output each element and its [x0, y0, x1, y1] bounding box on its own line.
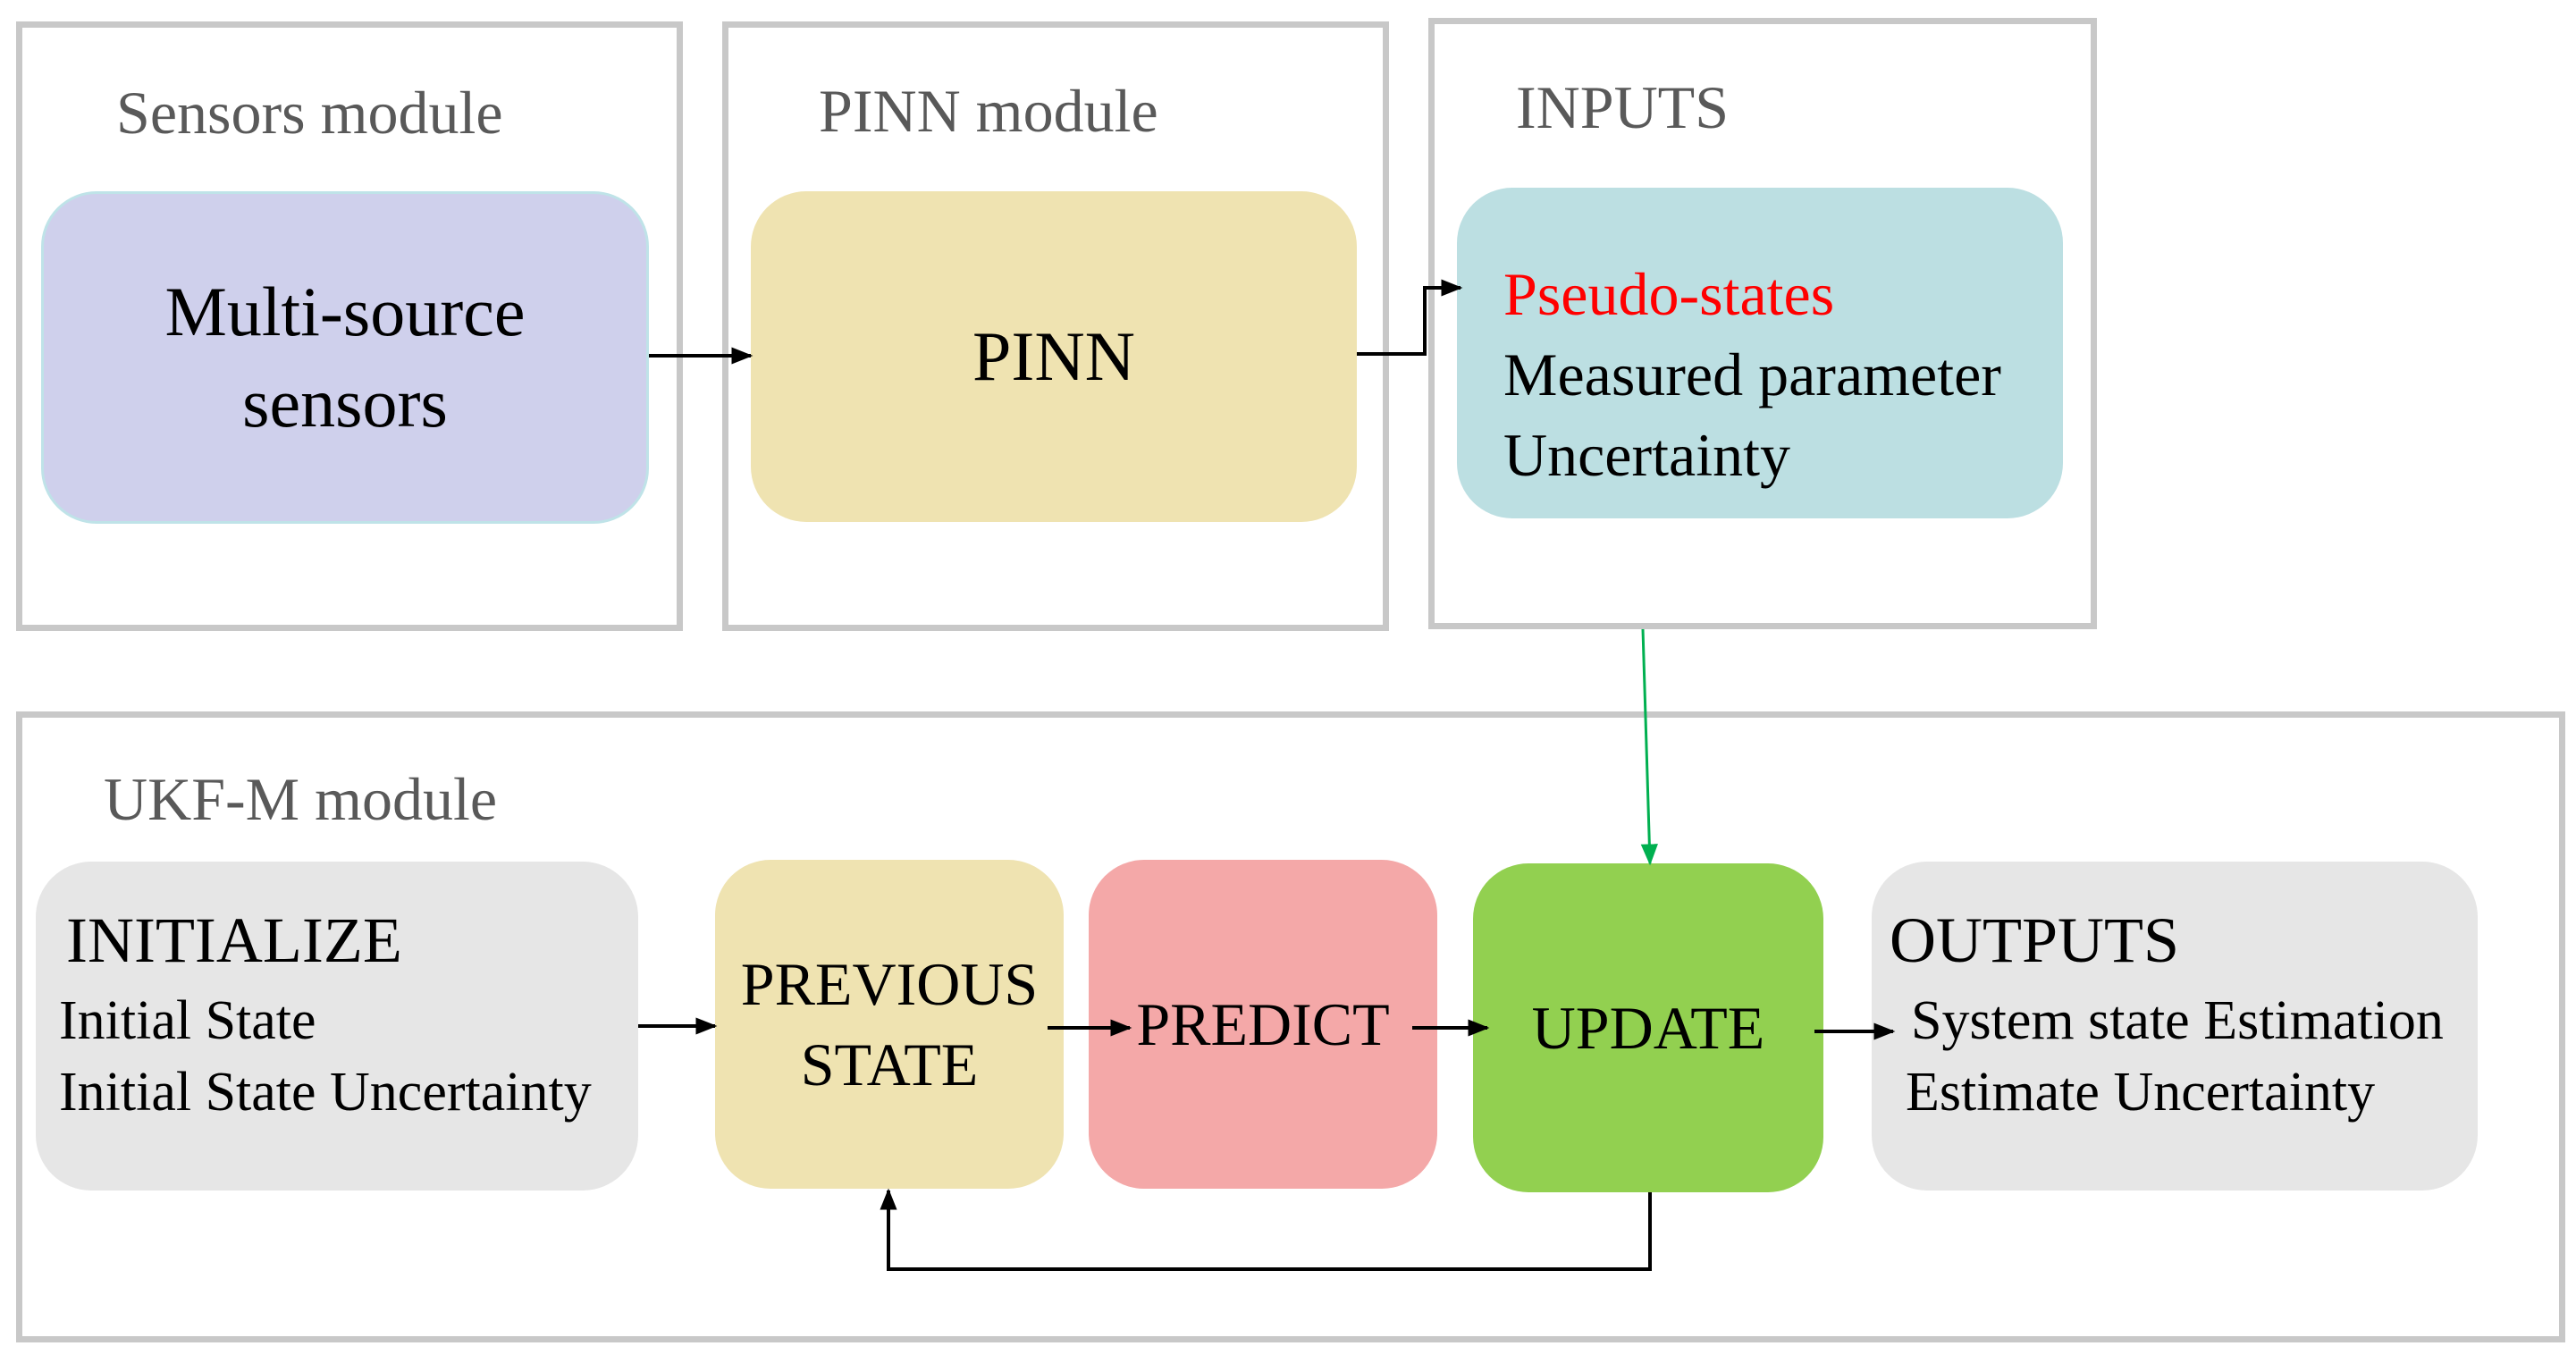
outputs-item-estimate-uncertainty: Estimate Uncertainty — [1906, 1062, 2376, 1123]
ukf-module-frame — [16, 711, 2565, 1342]
inputs-module-title: INPUTS — [1516, 73, 1730, 141]
inputs-item-measured-parameter: Measured parameter — [1503, 341, 2001, 408]
inputs-item-uncertainty: Uncertainty — [1503, 421, 1790, 489]
pinn-box: PINN — [751, 191, 1357, 522]
pinn-box-label: PINN — [972, 317, 1135, 395]
inputs-box: Pseudo-states Measured parameter Uncerta… — [1457, 188, 2063, 518]
update-label: UPDATE — [1531, 993, 1765, 1062]
outputs-box: OUTPUTS System state Estimation Estimate… — [1872, 862, 2478, 1191]
predict-label: PREDICT — [1136, 989, 1390, 1058]
arrow-down-icon — [1640, 628, 1658, 866]
sensors-box-line-2: sensors — [242, 364, 448, 442]
multi-source-sensors-box: Multi-source sensors — [41, 191, 649, 524]
predict-box: PREDICT — [1089, 860, 1437, 1189]
ukf-module-title: UKF-M module — [104, 765, 498, 833]
feedback-arrow-icon — [880, 1188, 1652, 1271]
initialize-item-initial-state: Initial State — [59, 990, 316, 1051]
sensors-module-title: Sensors module — [116, 79, 503, 147]
previous-state-line-2: STATE — [800, 1031, 979, 1098]
previous-state-box: PREVIOUS STATE — [715, 860, 1064, 1189]
previous-state-line-1: PREVIOUS — [740, 950, 1039, 1018]
outputs-item-system-state-estimation: System state Estimation — [1911, 990, 2444, 1051]
inputs-item-pseudo-states: Pseudo-states — [1503, 260, 1835, 328]
arrow-right-icon — [1357, 279, 1463, 356]
sensors-box-line-1: Multi-source — [164, 273, 526, 350]
outputs-title: OUTPUTS — [1890, 904, 2180, 976]
initialize-title: INITIALIZE — [66, 904, 402, 976]
initialize-item-initial-state-uncertainty: Initial State Uncertainty — [59, 1062, 592, 1123]
update-box: UPDATE — [1473, 863, 1823, 1192]
pinn-module-title: PINN module — [819, 77, 1158, 145]
sensors-module-frame — [16, 21, 683, 631]
initialize-box: INITIALIZE Initial State Initial State U… — [36, 862, 638, 1191]
inputs-module-frame — [1428, 18, 2097, 629]
pinn-module-frame — [722, 21, 1389, 631]
